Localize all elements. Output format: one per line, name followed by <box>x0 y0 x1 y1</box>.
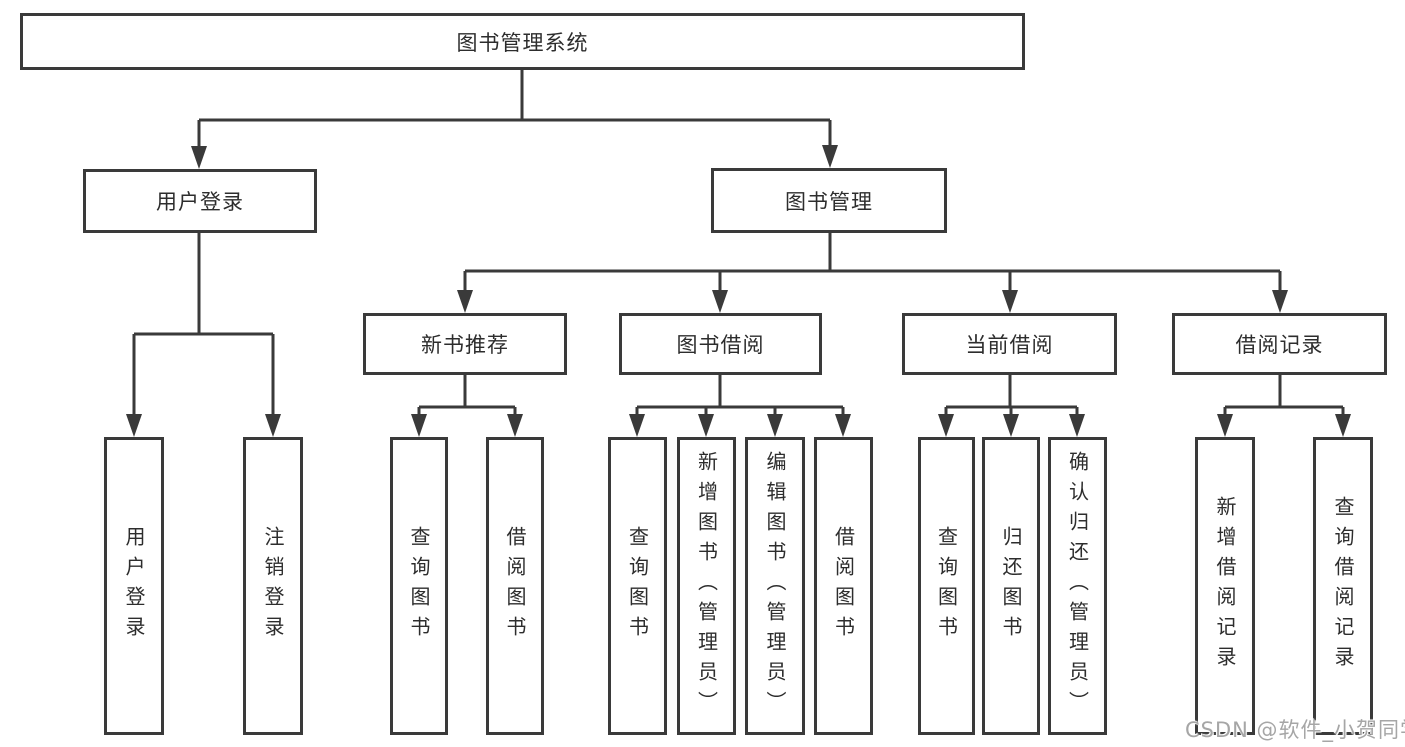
leaf-query-books-recommend: 查询图书 <box>390 437 448 735</box>
leaf-return-book: 归还图书 <box>982 437 1040 735</box>
node-borrow-records: 借阅记录 <box>1172 313 1387 375</box>
leaf-borrow-books: 借阅图书 <box>814 437 873 735</box>
node-book-borrow: 图书借阅 <box>619 313 822 375</box>
leaf-confirm-return-admin-label: 确认归还（管理员） <box>1065 451 1090 721</box>
leaf-add-book-admin-label: 新增图书（管理员） <box>694 451 719 721</box>
node-current-borrow-label: 当前借阅 <box>965 333 1054 357</box>
leaf-logout-label: 注销登录 <box>261 526 285 646</box>
connector-arrowheads <box>126 145 1351 437</box>
node-current-borrow: 当前借阅 <box>902 313 1117 375</box>
leaf-add-borrow-record-label: 新增借阅记录 <box>1213 496 1237 676</box>
leaf-query-borrow-record: 查询借阅记录 <box>1313 437 1373 735</box>
leaf-query-books-current-label: 查询图书 <box>934 526 959 646</box>
leaf-return-book-label: 归还图书 <box>999 526 1023 646</box>
node-book-management-label: 图书管理 <box>785 189 873 214</box>
leaf-query-borrow-record-label: 查询借阅记录 <box>1331 496 1355 676</box>
node-borrow-records-label: 借阅记录 <box>1235 333 1324 357</box>
leaf-query-books-borrow-label: 查询图书 <box>625 526 650 646</box>
leaf-borrow-books-label: 借阅图书 <box>831 526 856 646</box>
leaf-query-books-current: 查询图书 <box>918 437 975 735</box>
connector-stems <box>132 70 1345 419</box>
leaf-edit-book-admin-label: 编辑图书（管理员） <box>763 451 787 721</box>
leaf-query-books-borrow: 查询图书 <box>608 437 667 735</box>
node-user-login: 用户登录 <box>83 169 317 233</box>
node-new-book-recommend-label: 新书推荐 <box>421 333 509 357</box>
leaf-query-books-recommend-label: 查询图书 <box>407 526 431 646</box>
leaf-logout: 注销登录 <box>243 437 303 735</box>
leaf-user-login: 用户登录 <box>104 437 164 735</box>
leaf-user-login-label: 用户登录 <box>122 526 146 646</box>
leaf-borrow-books-recommend: 借阅图书 <box>486 437 544 735</box>
node-book-borrow-label: 图书借阅 <box>676 333 765 357</box>
leaf-edit-book-admin: 编辑图书（管理员） <box>745 437 805 735</box>
csdn-watermark: CSDN @软件_小贺同学 <box>1185 718 1405 742</box>
leaf-add-book-admin: 新增图书（管理员） <box>677 437 736 735</box>
node-user-login-label: 用户登录 <box>156 190 244 214</box>
leaf-add-borrow-record: 新增借阅记录 <box>1195 437 1255 735</box>
node-new-book-recommend: 新书推荐 <box>363 313 567 375</box>
node-book-management: 图书管理 <box>711 168 947 233</box>
node-root-label: 图书管理系统 <box>456 30 589 55</box>
leaf-confirm-return-admin: 确认归还（管理员） <box>1048 437 1107 735</box>
leaf-borrow-books-recommend-label: 借阅图书 <box>503 526 527 646</box>
node-root: 图书管理系统 <box>20 13 1025 70</box>
